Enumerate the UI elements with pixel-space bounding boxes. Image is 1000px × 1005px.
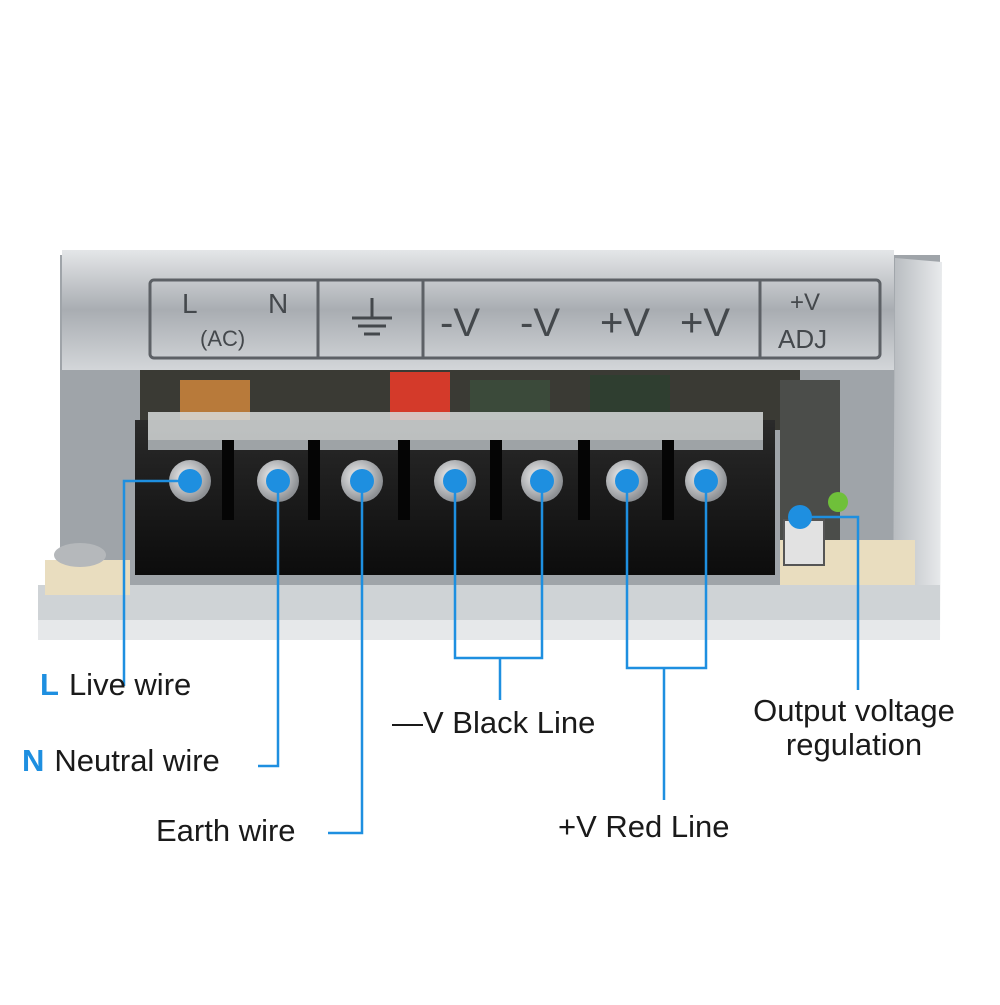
label-live-key: L bbox=[40, 667, 59, 702]
panel-adj-top: +V bbox=[790, 289, 820, 316]
marker-live bbox=[178, 469, 202, 493]
label-black-line: —V Black Line bbox=[392, 705, 596, 740]
label-earth-wire: Earth wire bbox=[156, 813, 296, 848]
label-panel bbox=[62, 250, 894, 370]
label-live-text: Live wire bbox=[68, 667, 192, 702]
status-led bbox=[828, 492, 848, 512]
panel-minus-v-1: -V bbox=[440, 301, 480, 345]
callout-regulation bbox=[800, 515, 860, 690]
callout-neutral bbox=[258, 481, 280, 768]
marker-plus-v-1 bbox=[615, 469, 639, 493]
ground-symbol bbox=[352, 298, 392, 336]
label-neutral-key: N bbox=[22, 743, 45, 778]
label-regulation-line1: Output voltage bbox=[753, 693, 955, 728]
marker-plus-v-2 bbox=[694, 469, 718, 493]
panel-ac-n: N bbox=[268, 288, 288, 319]
label-neutral-wire: N Neutral wire bbox=[22, 743, 220, 778]
terminal-dividers bbox=[222, 440, 674, 520]
marker-minus-v-1 bbox=[443, 469, 467, 493]
label-red-line: +V Red Line bbox=[558, 809, 730, 844]
callout-black bbox=[453, 481, 544, 700]
circuit-board bbox=[45, 560, 130, 595]
callout-live bbox=[122, 479, 190, 686]
panel-plus-v-2: +V bbox=[680, 301, 730, 345]
label-live-wire: L Live wire bbox=[40, 667, 192, 702]
panel-plus-v-1: +V bbox=[600, 301, 650, 345]
callout-lines bbox=[122, 479, 860, 835]
terminal-markers bbox=[178, 469, 812, 529]
callout-red bbox=[625, 481, 708, 800]
marker-earth bbox=[350, 469, 374, 493]
mounting-screw bbox=[54, 543, 106, 567]
marker-minus-v-2 bbox=[530, 469, 554, 493]
panel-ac-label: (AC) bbox=[200, 326, 245, 351]
panel-ac-l: L bbox=[182, 288, 198, 319]
panel-minus-v-2: -V bbox=[520, 301, 560, 345]
marker-neutral bbox=[266, 469, 290, 493]
callout-earth bbox=[328, 481, 364, 835]
panel-adj-bottom: ADJ bbox=[778, 324, 827, 354]
label-output-regulation: Output voltage regulation bbox=[736, 693, 972, 763]
label-neutral-text: Neutral wire bbox=[54, 743, 220, 778]
marker-adjust bbox=[788, 505, 812, 529]
label-regulation-line2: regulation bbox=[785, 727, 923, 763]
